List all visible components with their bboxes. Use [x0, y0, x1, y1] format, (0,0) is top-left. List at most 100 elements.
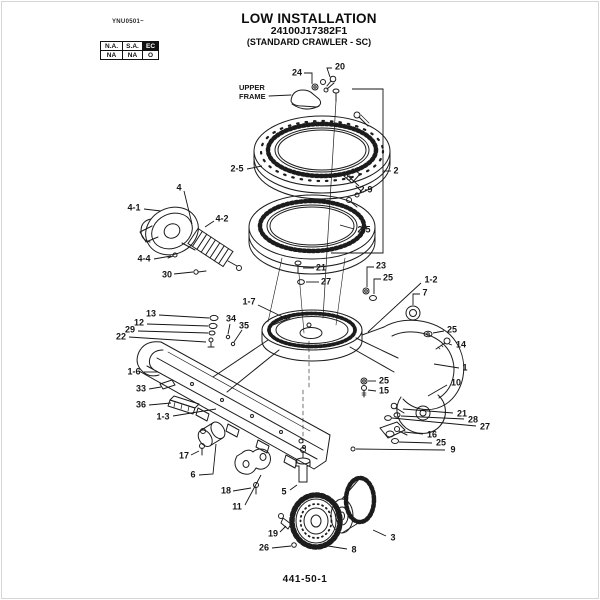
leader-line-25 — [398, 441, 433, 444]
part-callout-29: 29 — [124, 324, 136, 335]
part-callout-1-2: 1-2 — [424, 274, 438, 285]
part-callout-12: 12 — [133, 317, 145, 328]
hardware-right — [360, 287, 451, 444]
part-callout-1: 1 — [462, 362, 468, 373]
part-callout-27: 27 — [320, 276, 332, 287]
part-callout-25: 25 — [382, 272, 394, 283]
part-callout-2-5: 2-5 — [230, 163, 244, 174]
leader-line-17 — [190, 450, 200, 456]
part-callout-10: 10 — [450, 377, 462, 388]
part-callout-17: 17 — [178, 450, 190, 461]
leader-line-23 — [366, 266, 374, 287]
applicability-header-row: N.A.S.A.EC — [100, 41, 159, 51]
leader-line-10 — [427, 384, 448, 397]
leader-line-2-5 — [246, 165, 263, 170]
applicability-value-cell: O — [142, 50, 159, 60]
variant-text: (STANDARD CRAWLER - SC) — [246, 37, 372, 47]
leader-line-9 — [355, 448, 446, 451]
leader-line-28 — [400, 415, 465, 420]
part-callout-35: 35 — [238, 320, 250, 331]
part-callout-4: 4 — [176, 182, 182, 193]
leader-line-34 — [227, 323, 231, 335]
sprocket — [278, 492, 343, 550]
part-callout-21: 21 — [315, 262, 327, 273]
part-callout-6: 6 — [190, 469, 196, 480]
part-callout-26: 26 — [258, 542, 270, 553]
part-callout-22: 22 — [115, 331, 127, 342]
part-callout-23: 23 — [375, 260, 387, 271]
part-callout-1-7: 1-7 — [242, 296, 256, 307]
upper-frame-label-line2: FRAME — [239, 91, 266, 101]
idler-tension-assembly — [139, 206, 242, 275]
travel-motor — [330, 475, 377, 534]
leader-line-16 — [403, 431, 424, 435]
leader-line-4 — [183, 190, 193, 225]
leader-line-21 — [402, 408, 454, 414]
part-callout-18: 18 — [220, 485, 232, 496]
leader-line-14 — [448, 343, 453, 346]
leader-line-2 — [331, 88, 384, 254]
figure-reference: 441-50-1 — [282, 574, 328, 585]
leader-line-25 — [432, 330, 445, 334]
upper-frame-label-line1: UPPER — [239, 83, 265, 92]
part-callout-2-9: 2-9 — [359, 184, 373, 195]
part-callout-4-1: 4-1 — [127, 202, 141, 213]
parts-left-bottom — [159, 379, 311, 495]
leader-line-2-9 — [346, 174, 360, 187]
leader-line-36 — [148, 402, 172, 406]
leader-line-4-2 — [204, 220, 215, 228]
part-callout-11: 11 — [232, 501, 242, 512]
leader-line-24 — [304, 72, 313, 84]
leader-line-1-7 — [257, 304, 288, 320]
leader-line-7 — [412, 293, 420, 305]
leader-line-5 — [289, 484, 298, 491]
leader-line-29 — [137, 330, 209, 334]
part-callout-19: 19 — [267, 528, 279, 539]
part-callout-8: 8 — [351, 544, 357, 555]
leader-line-35 — [233, 329, 243, 343]
part-callout-34: 34 — [225, 313, 237, 324]
part-callout-25: 25 — [446, 324, 458, 335]
swing-bearing-lower-ring — [248, 194, 376, 275]
part-callout-5: 5 — [281, 486, 287, 497]
part-callout-2: 2 — [393, 165, 399, 176]
part-callout-28: 28 — [467, 414, 479, 425]
leader-line-33 — [148, 386, 162, 390]
page-title: LOW INSTALLATION 24100J17382F1 (STANDARD… — [241, 12, 376, 48]
leader-line-26 — [271, 545, 292, 549]
drawing-number: 24100J17382F1 — [270, 25, 348, 37]
part-callout-33: 33 — [135, 383, 147, 394]
leader-line-13 — [158, 314, 210, 319]
part-callout-4-4: 4-4 — [137, 253, 151, 264]
part-callout-2-5: 2-5 — [357, 224, 371, 235]
ring-hardware — [343, 111, 370, 208]
leader-line-27 — [391, 417, 477, 427]
leader-line-1 — [433, 363, 460, 369]
part-callout-1-6: 1-6 — [127, 366, 141, 377]
part-callout-21: 21 — [456, 408, 468, 419]
part-callout-25: 25 — [378, 375, 390, 386]
part-callout-36: 36 — [135, 399, 147, 410]
upper-frame-label: UPPER FRAME — [239, 83, 266, 101]
leader-line-4-1 — [143, 208, 162, 212]
part-callout-25: 25 — [435, 437, 447, 448]
leader-line-15 — [367, 389, 377, 392]
doc-code: YNU0501~ — [112, 19, 144, 25]
leader-line-12 — [146, 323, 209, 327]
bolt-21-upper — [294, 260, 305, 285]
leader-line-8 — [327, 545, 348, 550]
part-callout-20: 20 — [334, 61, 346, 72]
track-frame-left-beam — [136, 341, 331, 470]
washer-stack-left — [207, 314, 236, 348]
part-callout-24: 24 — [291, 67, 303, 78]
leader-line-30 — [173, 271, 194, 275]
part-callout-1-3: 1-3 — [156, 411, 170, 422]
part-callout-9: 9 — [450, 444, 456, 455]
leader-line-3 — [372, 529, 387, 537]
part-callout-4-2: 4-2 — [215, 213, 229, 224]
leader-line-11 — [244, 474, 262, 506]
